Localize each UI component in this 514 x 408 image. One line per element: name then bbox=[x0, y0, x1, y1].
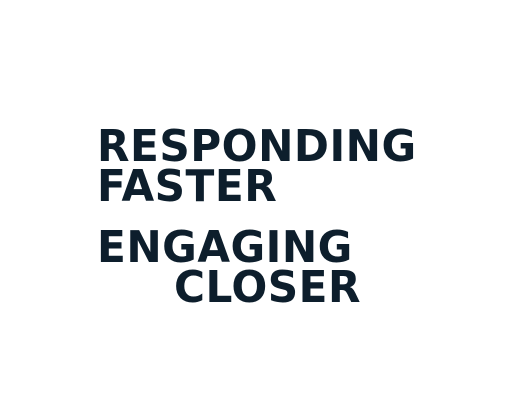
headline-closer: CLOSER bbox=[174, 262, 362, 313]
headline-engaging: ENGAGING bbox=[97, 222, 353, 273]
headline-faster: FASTER bbox=[97, 161, 278, 212]
headline-responding: RESPONDING bbox=[97, 121, 417, 172]
